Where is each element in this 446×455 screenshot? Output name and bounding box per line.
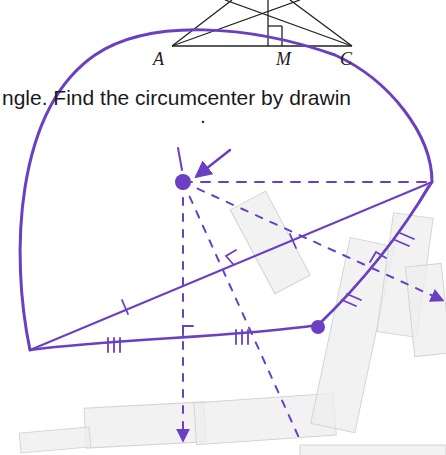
point-label: M [276, 50, 291, 70]
tape [19, 191, 446, 455]
vertex-label: C [340, 50, 352, 70]
instruction-text: . [200, 104, 206, 127]
vertex-dot [311, 320, 325, 334]
circumcenter-dot [175, 174, 191, 190]
instruction-text: ngle. Find the circumcenter by drawin [2, 86, 351, 109]
vertex-label: A [153, 50, 164, 70]
printed-triangle [172, 0, 352, 46]
